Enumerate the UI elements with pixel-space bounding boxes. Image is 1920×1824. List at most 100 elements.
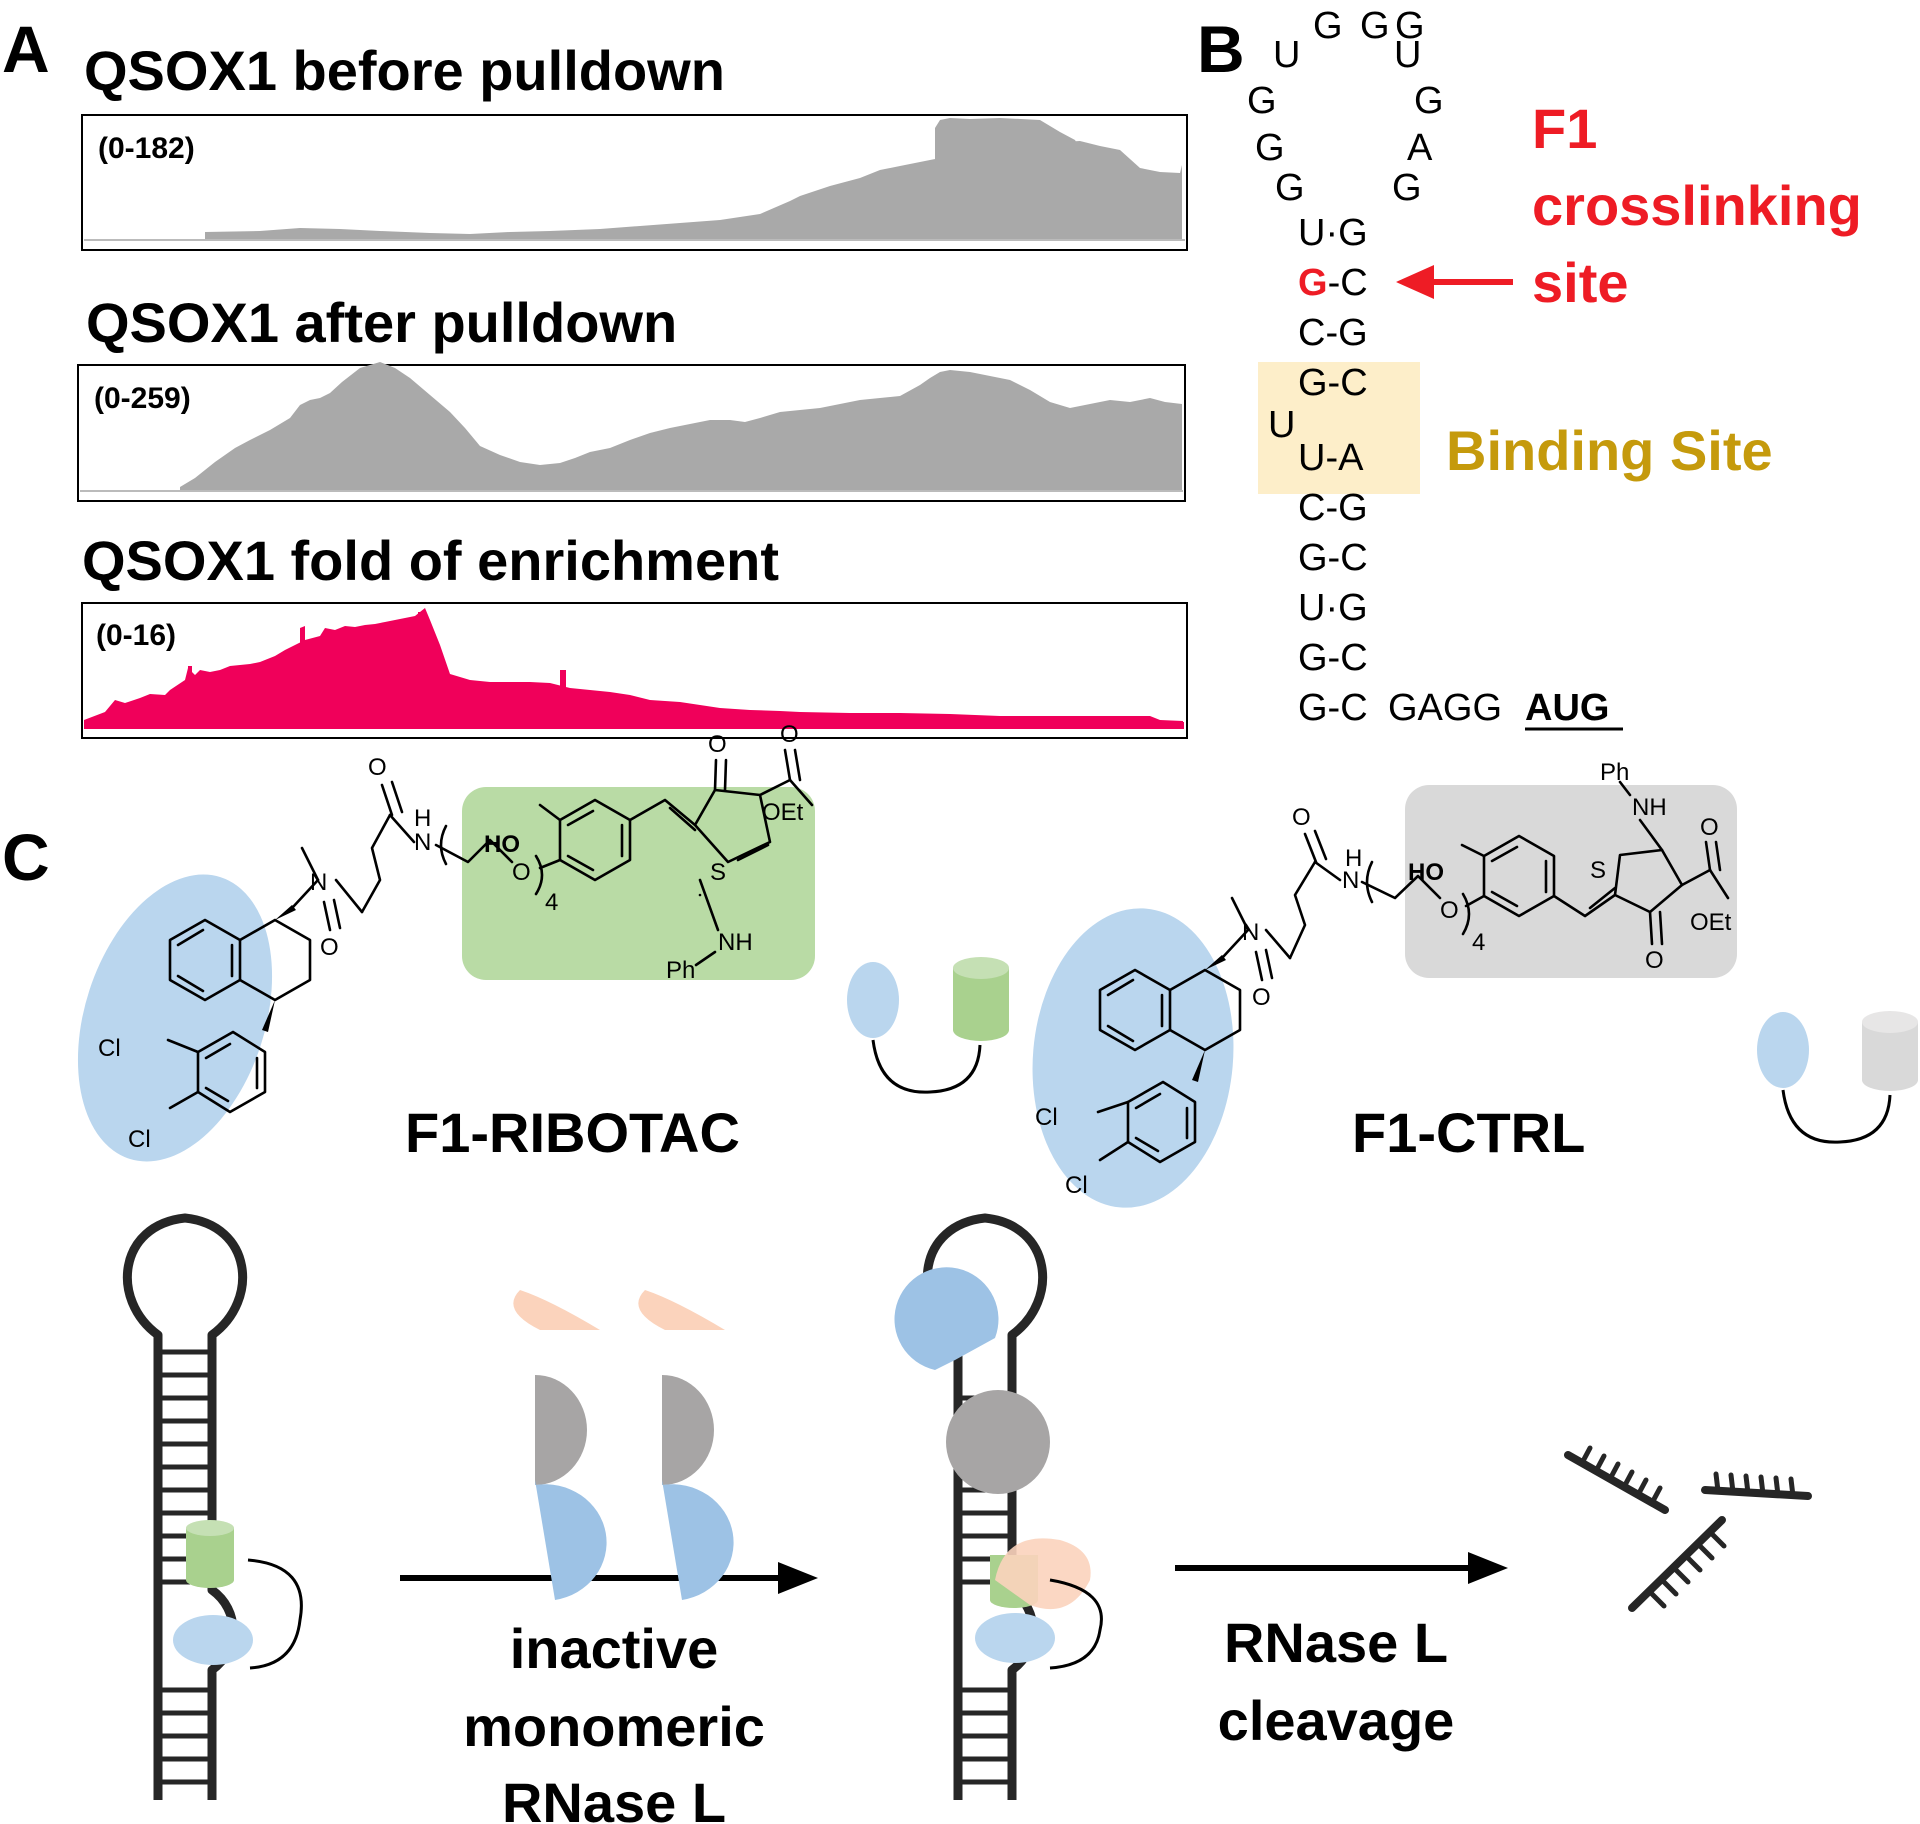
stem-pair: G-C — [1298, 362, 1368, 404]
rna-fragment — [1564, 1445, 1669, 1514]
control-cylinder-top — [1862, 1011, 1918, 1033]
chem-n: N — [1342, 867, 1359, 894]
rnase-l-monomer — [638, 1290, 734, 1600]
panel-label-b: B — [1197, 12, 1245, 86]
recruiter-cylinder-top — [953, 957, 1009, 979]
loop-nt: A — [1407, 127, 1433, 169]
chem-o: O — [512, 859, 531, 886]
binding-site-label: Binding Site — [1446, 419, 1773, 482]
stem-pair: U·G — [1298, 212, 1368, 254]
loop-nt: G — [1275, 167, 1305, 209]
chem-sub4: 4 — [1472, 929, 1485, 956]
control-cylinder — [1862, 1022, 1918, 1091]
chem-cl: Cl — [98, 1035, 121, 1062]
loop-nt: G — [1247, 80, 1277, 122]
linker-curve — [1781, 1089, 1892, 1144]
chem-o: O — [1645, 947, 1664, 974]
chem-nh: NH — [718, 929, 753, 956]
stem-pair: G-C — [1298, 637, 1368, 679]
chem-s: S — [1590, 857, 1606, 884]
rnase-l-monomer — [513, 1290, 607, 1600]
chem-n: N — [414, 829, 431, 856]
chem-oet-text: OEt — [762, 799, 804, 826]
coverage-before — [205, 118, 1182, 239]
chem-h: H — [414, 805, 431, 832]
bulge-nt: U — [1268, 404, 1295, 446]
chem-cl: Cl — [128, 1126, 151, 1153]
chem-o: O — [1440, 897, 1459, 924]
chem-structure-ribotac: N Cl Cl O O N H O 4 — [98, 721, 814, 1153]
ligand-oval — [1757, 1012, 1809, 1088]
chem-o: O — [1292, 804, 1311, 831]
ligand-highlight-ctrl — [1032, 908, 1234, 1208]
chem-ho: HO — [484, 831, 520, 858]
fold-baseline-bar — [84, 722, 1184, 729]
track-range-fold: (0-16) — [96, 619, 176, 652]
step1-line3: RNase L — [502, 1771, 726, 1824]
compound-name-ribotac: F1-RIBOTAC — [405, 1101, 740, 1164]
stem-pair: G-C — [1298, 687, 1368, 729]
chem-o: O — [1700, 814, 1719, 841]
track-title-after: QSOX1 after pulldown — [86, 291, 677, 354]
chem-o: O — [1252, 984, 1271, 1011]
ribotac-cartoon — [847, 957, 1009, 1094]
step1-line2: monomeric — [463, 1695, 765, 1758]
chem-nh: NH — [1632, 794, 1667, 821]
track-range-after: (0-259) — [94, 382, 191, 415]
ligand-highlight-ribotac — [77, 874, 273, 1162]
track-title-before: QSOX1 before pulldown — [84, 39, 725, 102]
coverage-after — [180, 362, 1182, 490]
binding-site-box — [1258, 362, 1420, 494]
track-range-before: (0-182) — [98, 132, 195, 165]
arrowhead-step1 — [778, 1562, 818, 1594]
crosslinked-base: G — [1298, 262, 1328, 304]
chem-ph: Ph — [666, 957, 695, 984]
chem-cl: Cl — [1035, 1104, 1058, 1131]
chem-n: N — [310, 869, 327, 896]
ligand-oval — [847, 962, 899, 1038]
stem-pair: G-C — [1298, 537, 1368, 579]
crosslink-arrowhead — [1396, 265, 1434, 299]
rna-hairpin-recruited — [894, 1213, 1103, 1800]
chem-oet: OEt — [1690, 909, 1732, 936]
stem-pair: C-G — [1298, 487, 1368, 529]
recruiter-cylinder — [953, 968, 1009, 1041]
chem-structure-ctrl: N Cl Cl O O N H O 4 HO S — [1035, 759, 1732, 1199]
chem-ho: HO — [1408, 859, 1444, 886]
rna-hairpin-bound — [122, 1213, 303, 1800]
crosslink-label-line3: site — [1532, 251, 1629, 314]
recruiter-highlight-ribotac — [462, 787, 815, 980]
compound-name-ctrl: F1-CTRL — [1352, 1101, 1585, 1164]
chem-cl: Cl — [1065, 1172, 1088, 1199]
loop-nt: G — [1255, 127, 1285, 169]
stem-pair: U·G — [1298, 587, 1368, 629]
loop-nt: G — [1414, 80, 1444, 122]
track-title-fold: QSOX1 fold of enrichment — [82, 529, 779, 592]
chem-o: O — [368, 754, 387, 781]
loop-nt: G — [1395, 5, 1425, 47]
chem-h: H — [1345, 845, 1362, 872]
linker-curve — [871, 1039, 982, 1094]
step1-line1: inactive — [510, 1617, 719, 1680]
rna-fragment — [1701, 1471, 1812, 1500]
loop-nt: G — [1313, 5, 1343, 47]
rna-tail: GAGG — [1388, 687, 1502, 729]
chem-sub4: 4 — [545, 889, 558, 916]
loop-nt: G — [1360, 5, 1390, 47]
loop-nt: U — [1394, 34, 1421, 76]
panel-label-a: A — [2, 12, 50, 86]
panel-label-c: C — [2, 820, 50, 894]
chem-n: N — [1242, 919, 1259, 946]
recruiter-highlight-ctrl — [1405, 785, 1737, 978]
stem-pair: C-G — [1298, 312, 1368, 354]
step2-line2: cleavage — [1218, 1689, 1455, 1752]
step2-line1: RNase L — [1224, 1611, 1448, 1674]
chem-o: O — [708, 731, 727, 758]
crosslink-label-line1: F1 — [1532, 97, 1597, 160]
coverage-fold — [84, 608, 1183, 727]
stem-pair: U-A — [1298, 437, 1364, 479]
loop-nt: G — [1392, 167, 1422, 209]
stem-pair-highlight: G-C — [1298, 262, 1368, 304]
arrowhead-step2 — [1468, 1552, 1508, 1584]
